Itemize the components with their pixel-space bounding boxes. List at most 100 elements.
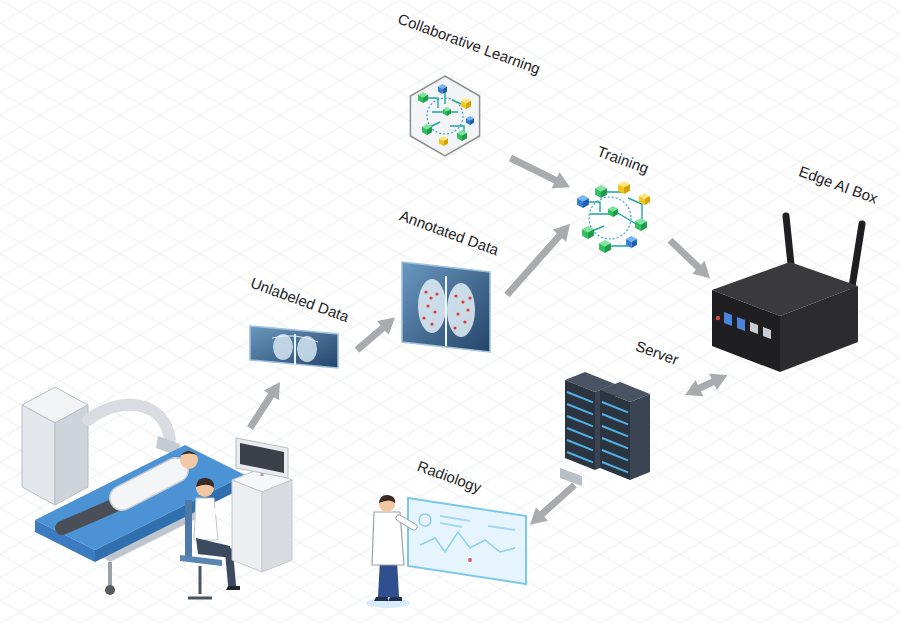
annotation-dots-part [468,296,471,299]
collab-hexagon-part [443,107,451,116]
collab-hexagon-part [410,76,479,156]
scanner-scene-part [62,503,120,528]
scanner-scene-part [188,566,212,598]
annotation-dots-part [466,308,469,311]
annotation-dots-part [422,316,425,319]
xray-unlabeled-part [272,336,318,342]
annotation-dots-part [463,320,466,323]
radiology-scene [366,495,526,608]
xray-unlabeled-part [273,334,293,360]
scanner-scene-part [240,443,284,473]
process-node: Unlabeled Data [240,272,357,372]
edge-ai-device [712,216,862,372]
training-network-part [608,206,618,217]
xray-annotated-part [447,283,475,337]
edge-ai-device-part [737,317,745,331]
flow-arrow [685,374,728,397]
arrow-head [552,172,570,188]
scanner-scene-part [213,510,232,520]
scanner-scene [22,387,292,598]
annotation-dots-part [456,312,459,315]
radiology-scene-part [440,516,515,530]
process-node: Server [555,335,685,485]
flow-arrow [507,224,570,295]
xray-annotated-part [402,262,490,352]
xray-unlabeled-part [250,326,338,368]
xray-annotated-part [445,276,447,346]
node-label: Annotated Data [397,207,501,260]
node-label: Server [633,337,681,369]
arrow-shaft [510,158,557,181]
edge-ai-device-part [750,322,758,334]
collab-hexagon-part [422,124,432,135]
training-network-part [618,181,630,194]
node-label: Edge AI Box [797,162,881,207]
label-holder: Server [633,337,681,369]
annotation-dots-part [453,326,456,329]
collab-hexagon-part [457,130,467,141]
node-label: Training [595,142,652,177]
radiology-scene-part [374,597,402,601]
radiology-scene-part [379,495,395,503]
label-holder: Annotated Data [397,207,501,259]
arrow-head [685,380,703,396]
edge-ai-device-part [712,290,780,372]
annotation-dots-part [430,322,433,325]
edge-ai-device-part [852,224,862,287]
scanner-scene-part [180,451,198,469]
training-network-part [635,218,647,231]
arrow-shaft [540,485,574,515]
process-node: Edge AI Box [710,160,885,375]
edge-ai-device-part [763,327,771,339]
radiology-scene-part [420,532,515,552]
scanner-scene-part [226,586,240,590]
scanner-scene-part [232,480,262,572]
server-racks-part [630,394,650,480]
arrow-head [377,318,395,335]
process-node: Training [570,140,670,258]
scanner-arrow-part [264,382,280,400]
radiology-scene-part [366,598,410,608]
arrow-head [553,224,570,242]
xray-unlabeled-part [294,334,296,366]
flow-arrow [670,240,710,278]
training-network-part [595,185,607,198]
arrow-shaft [698,381,715,389]
server-racks [560,372,650,486]
label-holder: Edge AI Box [797,162,881,207]
arrow-shaft [507,234,561,295]
training-network-part [599,240,611,253]
server-racks-part [567,392,593,462]
training-network [577,181,650,253]
edge-ai-device-part [716,316,720,320]
xray-unlabeled [250,326,338,368]
collab-hexagon-part [466,116,474,125]
collab-hexagon [410,76,479,156]
arrow-shaft [670,240,700,268]
collab-hexagon-part [418,92,428,103]
scanner-scene-part [180,555,222,566]
label-holder: Training [595,142,652,177]
scanner-scene-part [181,451,197,455]
scanner-arrow [250,382,280,428]
annotation-dots-part [424,290,427,293]
arrow-shaft [357,327,384,350]
annotation-dots-part [426,304,429,307]
collab-hexagon-part [461,98,471,109]
scanner-scene-part [122,470,176,498]
scanner-scene-part [196,478,214,488]
training-network-part [639,193,650,205]
flow-arrow [357,318,395,351]
server-racks-part [600,390,630,480]
scanner-scene-part [236,438,288,478]
annotation-dots-part [429,296,432,299]
edge-ai-device-part [780,286,858,372]
scanner-scene-part [194,498,218,540]
node-label: Collaborative Learning [395,10,542,78]
node-label: Radiology [415,457,484,497]
scanner-scene-part [88,405,170,440]
